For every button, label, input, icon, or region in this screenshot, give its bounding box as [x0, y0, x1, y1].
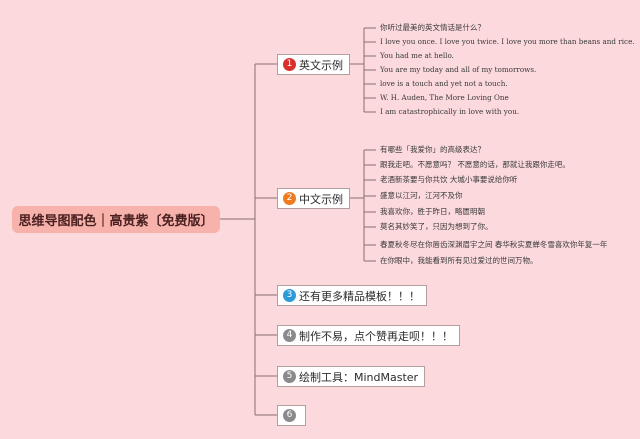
branch-number-badge: 6	[283, 409, 296, 422]
leaf-topic[interactable]: You are my today and all of my tomorrows…	[380, 65, 537, 74]
leaf-topic[interactable]: I love you once. I love you twice. I lov…	[380, 37, 635, 46]
leaf-topic[interactable]: 我喜欢你，胜于昨日，略匮明朝	[380, 207, 485, 216]
branch-label: 还有更多精品模板！！！	[299, 289, 420, 303]
leaf-topic[interactable]: 跟我走吧。不愿意吗？ 不愿意的话，那就让我跟你走吧。	[380, 160, 570, 169]
leaf-topic[interactable]: love is a touch and yet not a touch.	[380, 79, 508, 88]
leaf-topic[interactable]: You had me at hello.	[380, 51, 454, 60]
branch-label: 中文示例	[299, 192, 343, 206]
leaf-topic[interactable]: I am catastrophically in love with you.	[380, 107, 520, 116]
branch-number-badge: 1	[283, 58, 296, 71]
root-topic-label: 思维导图配色｜高贵紫〔免费版〕	[18, 214, 214, 229]
branch-label: 绘制工具：MindMaster	[299, 370, 419, 384]
leaf-topic[interactable]: 老酒新茶要与你共饮 大城小事要说给你听	[380, 175, 518, 184]
branch-number-badge: 3	[283, 289, 296, 302]
branch-number-badge: 2	[283, 192, 296, 205]
leaf-topic[interactable]: 有哪些「我爱你」的高级表达？	[380, 145, 485, 154]
branch-topic-6[interactable]: 6	[277, 405, 306, 426]
leaf-topic[interactable]: 春夏秋冬尽在你唇齿深渊眉宇之间 春华秋实夏蝉冬雪喜欢你年复一年	[380, 240, 608, 249]
leaf-topic[interactable]: 盛意以江河，江河不及你	[380, 191, 463, 200]
branch-label: 制作不易，点个赞再走呗！！！	[299, 329, 453, 343]
branch-label: 英文示例	[299, 58, 343, 72]
leaf-topic[interactable]: W. H. Auden, The More Loving One	[380, 93, 509, 102]
leaf-topic[interactable]: 你听过最美的英文情话是什么？	[380, 23, 485, 32]
leaf-topic[interactable]: 在你眼中，我能看到所有见过爱过的世间万物。	[380, 256, 538, 265]
branch-number-badge: 5	[283, 370, 296, 383]
root-topic[interactable]: 思维导图配色｜高贵紫〔免费版〕	[12, 206, 220, 233]
branch-number-badge: 4	[283, 329, 296, 342]
leaf-topic[interactable]: 莫名其妙笑了，只因为想到了你。	[380, 222, 493, 231]
